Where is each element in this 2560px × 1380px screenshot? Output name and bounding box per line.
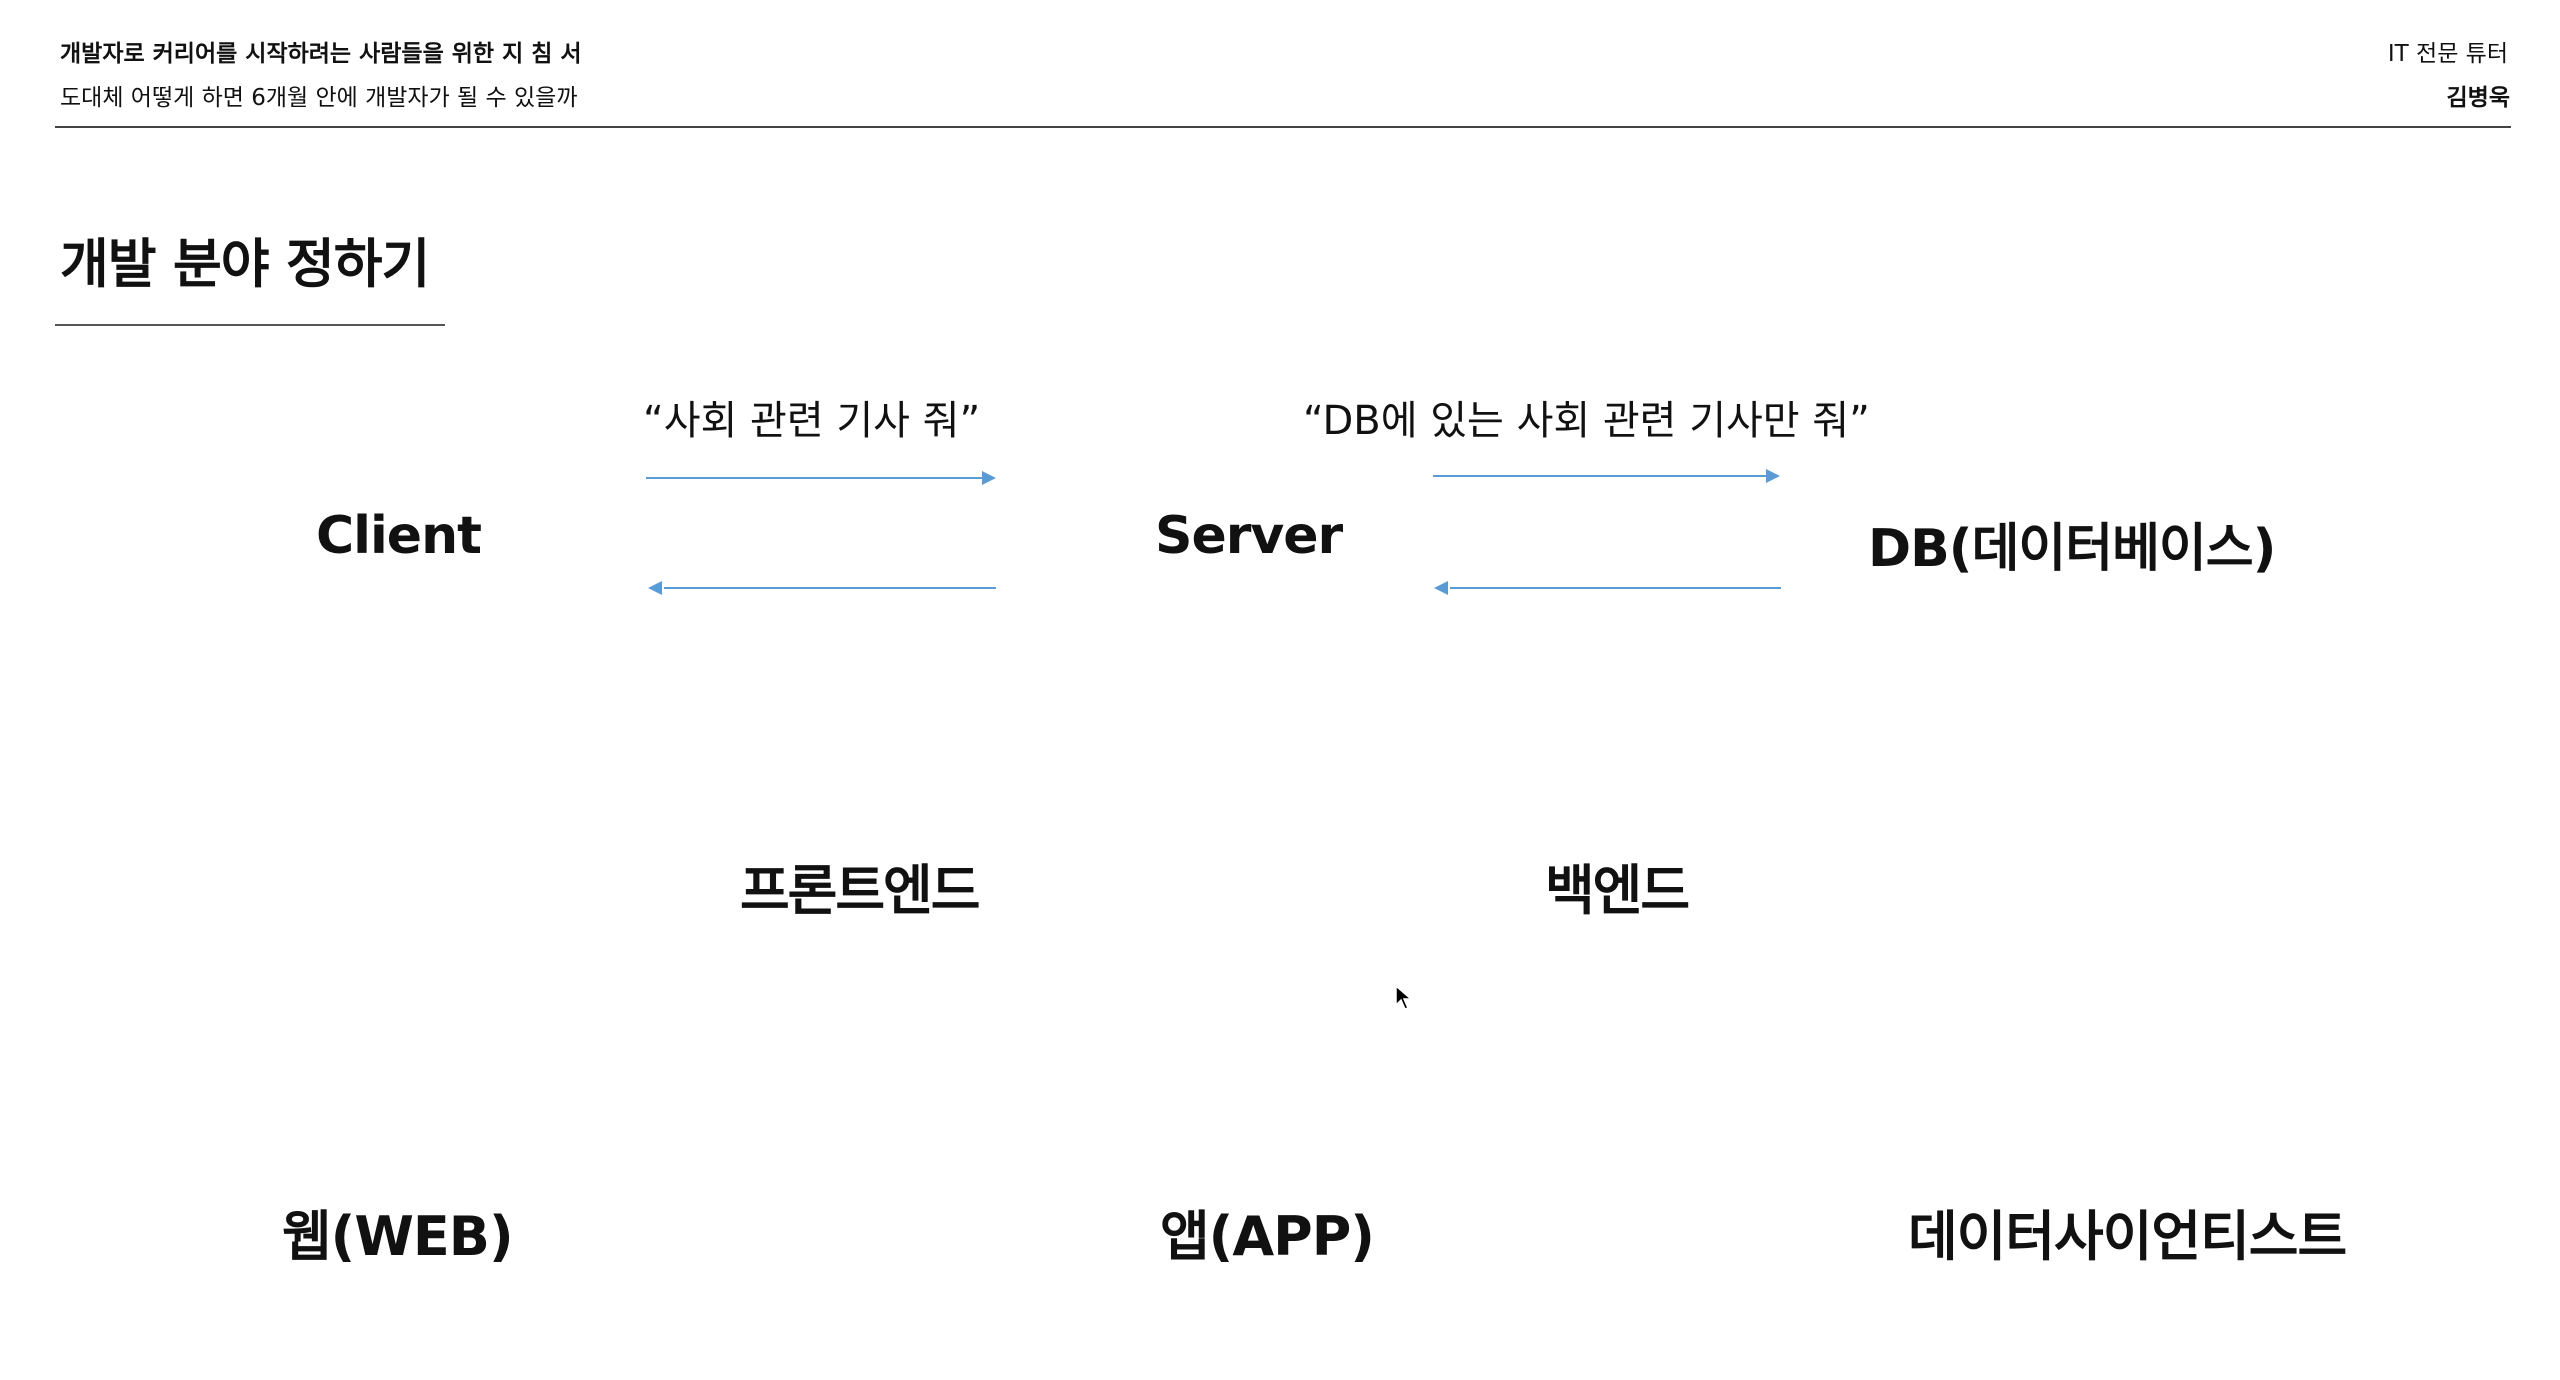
client-label: Client [316,506,482,566]
book-subtitle: 도대체 어떻게 하면 6개월 안에 개발자가 될 수 있을까 [60,85,578,111]
author-name: 김병욱 [2446,85,2510,111]
tutor-label: IT 전문 튜터 [2387,41,2508,67]
frontend-label: 프론트엔드 [740,859,980,922]
client-request-quote: “사회 관련 기사 줘” [643,398,981,444]
section-underline [55,324,445,326]
section-title: 개발 분야 정하기 [60,234,430,295]
mouse-pointer-icon [1395,985,1413,1010]
web-field-label: 웹(WEB) [282,1205,514,1268]
server-request-quote: “DB에 있는 사회 관련 기사만 줘” [1303,398,1870,444]
server-label: Server [1155,506,1343,566]
arrow-server-to-db [1433,469,1780,483]
backend-label: 백엔드 [1545,859,1690,922]
arrow-db-to-server [1434,581,1781,595]
header-divider [55,126,2511,128]
app-field-label: 앱(APP) [1160,1205,1375,1268]
book-title: 개발자로 커리어를 시작하려는 사람들을 위한 지 침 서 [60,41,582,67]
database-label: DB(데이터베이스) [1868,519,2276,579]
arrow-client-to-server [646,471,996,485]
arrow-server-to-client [648,581,996,595]
data-science-field-label: 데이터사이언티스트 [1908,1205,2347,1268]
